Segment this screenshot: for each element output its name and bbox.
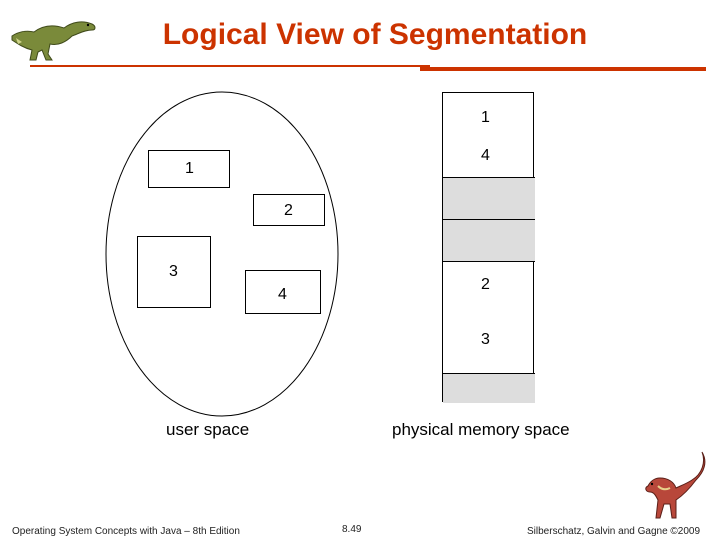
dinosaur-logo-icon (8, 14, 100, 64)
user-segment-4: 4 (245, 270, 321, 314)
footer-page-number: 8.49 (342, 524, 362, 535)
footer-book-title: Operating System Concepts with Java – 8t… (12, 526, 240, 537)
user-segment-1: 1 (148, 150, 230, 188)
footer-copyright: Silberschatz, Galvin and Gagne ©2009 (527, 526, 701, 537)
memory-block-3: 3 (481, 331, 490, 348)
title-underline (30, 65, 430, 67)
slide-title: Logical View of Segmentation (162, 18, 588, 51)
memory-block-4: 4 (481, 147, 490, 164)
user-space-caption: user space (166, 420, 250, 439)
user-space-ellipse (105, 91, 339, 417)
memory-free-block (443, 177, 535, 219)
memory-free-block (443, 219, 535, 261)
dinosaur-logo-icon (640, 448, 710, 523)
user-segment-3: 3 (137, 236, 211, 308)
title-underline-thick (420, 67, 706, 71)
memory-free-block (443, 373, 535, 403)
physical-memory-column: 1 4 2 3 (442, 92, 535, 403)
memory-block-1: 1 (481, 109, 490, 126)
user-segment-2: 2 (253, 194, 325, 226)
physical-memory-caption: physical memory space (392, 420, 570, 439)
memory-block-2: 2 (443, 261, 535, 311)
